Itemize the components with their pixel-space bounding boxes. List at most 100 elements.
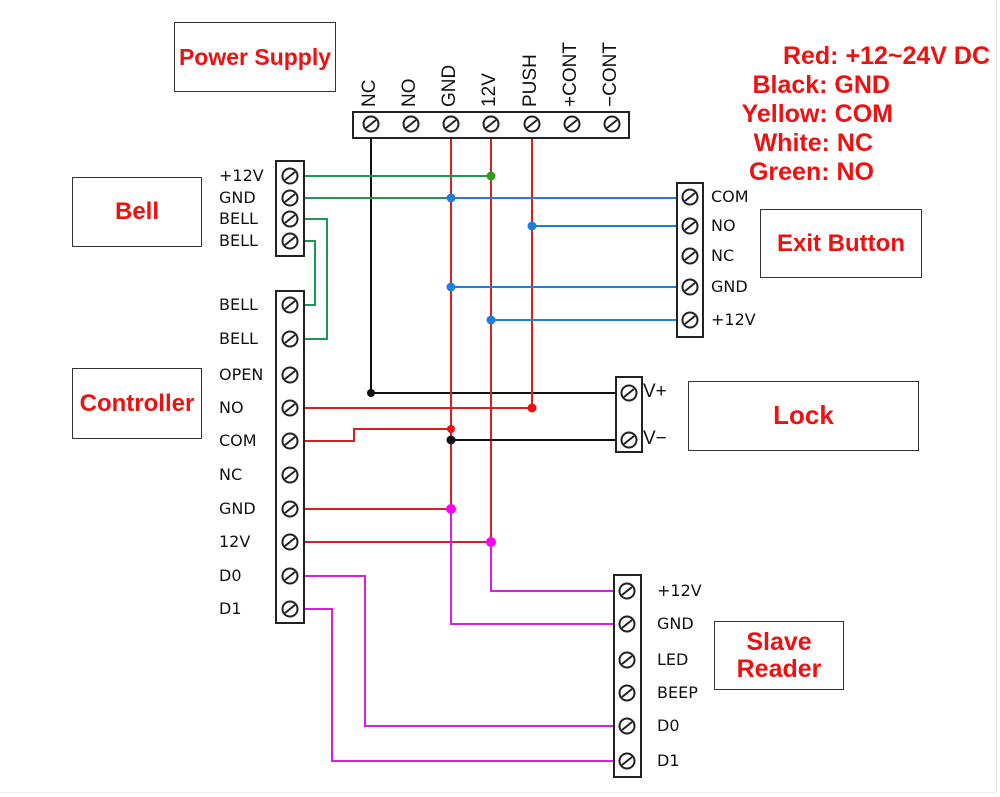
screw-terminal-icon-slot [485, 119, 497, 129]
legend-item-green: Green: NO [748, 158, 874, 186]
controller-terminal-label: BELL [219, 329, 258, 348]
screw-terminal-icon-slot [623, 388, 635, 398]
controller-terminal-label: NC [219, 465, 243, 484]
bell-terminal-label: BELL [219, 209, 258, 228]
junction-dot [486, 171, 496, 181]
screw-terminal-icon-slot [284, 370, 296, 380]
screw-terminal-icon-slot [284, 604, 296, 614]
exit-button-terminal-label: NO [711, 216, 736, 235]
screw-terminal-icon-slot [684, 251, 696, 261]
screw-terminal-icon-slot [284, 403, 296, 413]
bell-terminal-label: BELL [219, 231, 258, 250]
controller-terminal-label: 12V [219, 532, 251, 551]
wire-slave-12v [490, 542, 627, 592]
legend-item-black: Black: GND [752, 71, 890, 99]
lock-terminal-label: V+ [643, 381, 667, 402]
exit-button-terminal-label: +12V [711, 310, 756, 329]
screw-terminal-icon-slot [284, 193, 296, 203]
wire-ps-nc-to-lock-vplus [370, 124, 629, 394]
lock-terminal-label: V− [643, 428, 667, 449]
screw-terminal-icon-slot [284, 436, 296, 446]
junction-dot [446, 282, 456, 292]
junction-dot [446, 193, 456, 203]
exit-button-terminal-label: COM [711, 187, 749, 206]
lock-label: Lock [773, 400, 834, 431]
wire-controller-com [290, 428, 451, 442]
exit-button-terminal-label: GND [711, 277, 748, 296]
wire-bell-to-controller-bell-2 [290, 218, 328, 340]
exit-button-terminal-label: NC [711, 246, 735, 265]
junction-dot [447, 425, 455, 433]
slave-reader-terminal-label: GND [657, 614, 694, 633]
slave-reader-terminal-block [613, 574, 642, 778]
slave-reader-label-line2: Reader [736, 654, 822, 683]
exit-button-box: Exit Button [760, 209, 922, 278]
exit-button-label: Exit Button [777, 229, 905, 257]
screw-terminal-icon-slot [621, 721, 633, 731]
controller-terminal-label: OPEN [219, 365, 264, 384]
screw-terminal-icon-slot [566, 119, 578, 129]
screw-terminal-icon-slot [684, 221, 696, 231]
screw-terminal-icon-slot [284, 171, 296, 181]
bell-label: Bell [114, 198, 159, 226]
controller-terminal-label: GND [219, 499, 256, 518]
screw-terminal-icon-slot [526, 119, 538, 129]
junction-dot [367, 389, 375, 397]
slave-reader-terminal-label: LED [657, 650, 689, 669]
controller-terminal-label: D0 [219, 566, 242, 585]
bell-box: Bell [72, 177, 202, 247]
screw-terminal-icon-slot [621, 619, 633, 629]
color-legend: Red: +12~24V DC Black: GND Yellow: COM W… [742, 42, 990, 187]
image-border-right [996, 0, 997, 792]
junction-dot [527, 221, 537, 231]
legend-item-white: White: NC [753, 129, 873, 157]
screw-terminal-icon-slot [284, 504, 296, 514]
power-supply-label: Power Supply [178, 43, 332, 70]
screw-terminal-icon-slot [684, 315, 696, 325]
junction-dot [446, 435, 456, 445]
controller-terminal-label: D1 [219, 599, 242, 618]
lock-box: Lock [688, 381, 919, 451]
screw-terminal-icon-slot [284, 470, 296, 480]
screw-terminal-icon-slot [621, 586, 633, 596]
screw-terminal-icon-slot [684, 282, 696, 292]
legend-item-red: Red: +12~24V DC [782, 42, 990, 70]
slave-reader-terminal-label: +12V [657, 581, 702, 600]
screw-terminal-icon-slot [623, 435, 635, 445]
screw-terminal-icon-slot [284, 571, 296, 581]
screw-terminal-icon-slot [284, 537, 296, 547]
slave-reader-box: Slave Reader [714, 621, 844, 690]
slave-reader-terminal-label: BEEP [657, 683, 698, 702]
slave-reader-label-line1: Slave [746, 628, 812, 657]
screw-terminal-icon-slot [284, 334, 296, 344]
bell-terminal-label: GND [219, 188, 256, 207]
screw-terminal-icon-slot [284, 300, 296, 310]
junction-dot [486, 315, 496, 325]
wire-slave-d0 [290, 575, 627, 727]
screw-terminal-icon-slot [684, 192, 696, 202]
exit-button-terminal-block [676, 182, 704, 338]
screw-terminal-icon-slot [621, 655, 633, 665]
screw-terminal-icon-slot [606, 119, 618, 129]
controller-terminal-label: NO [219, 398, 244, 417]
screw-terminal-icon-slot [284, 214, 296, 224]
junction-dot [486, 537, 496, 547]
screw-terminal-icon-slot [445, 119, 457, 129]
controller-terminal-label: BELL [219, 295, 258, 314]
power-supply-box: Power Supply [174, 22, 336, 92]
screw-terminal-icon-slot [621, 756, 633, 766]
bell-terminal-label: +12V [219, 166, 264, 185]
controller-box: Controller [72, 368, 202, 439]
wire-slave-gnd [450, 509, 627, 625]
screw-terminal-icon-slot [365, 119, 377, 129]
legend-item-yellow: Yellow: COM [741, 100, 893, 128]
screw-terminal-icon-slot [621, 688, 633, 698]
junction-dot [446, 504, 456, 514]
slave-reader-terminal-label: D1 [657, 751, 680, 770]
junction-dot [527, 403, 537, 413]
screw-terminal-icon-slot [405, 119, 417, 129]
wire-slave-d1 [290, 608, 627, 762]
controller-label: Controller [79, 389, 195, 417]
image-border-bottom [0, 792, 997, 793]
